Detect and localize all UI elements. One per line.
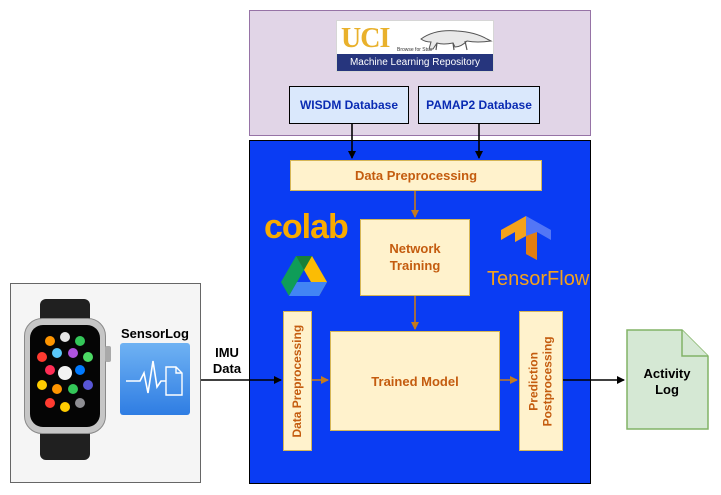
network-training-line-2: Training [389, 257, 441, 273]
uci-logo-tagline: Browse for Stuff [397, 47, 433, 53]
uci-logo: UCI Browse for Stuff Machine Learning Re… [336, 20, 494, 72]
activity-log-line-1: Activity [643, 366, 691, 381]
wisdm-database-box: WISDM Database [289, 86, 409, 124]
pamap2-database-box: PAMAP2 Database [418, 86, 540, 124]
network-training-line-1: Network [389, 241, 441, 257]
network-training-box: Network Training [360, 219, 470, 296]
side-data-preprocessing-box: Data Preprocessing [283, 311, 312, 451]
tensorflow-logo-text: TensorFlow [487, 268, 590, 290]
uci-logo-text: UCI [341, 23, 390, 54]
imu-data-label: IMU Data [204, 345, 250, 376]
document-icon [626, 329, 709, 430]
uci-banner: Machine Learning Repository [337, 54, 493, 71]
watch-screen [30, 325, 100, 427]
watch-crown [105, 346, 111, 362]
colab-logo: colab [264, 208, 349, 246]
watch-apps-grid [37, 332, 93, 412]
imu-label-line-2: Data [212, 360, 242, 376]
imu-label-line-1: IMU [215, 345, 239, 360]
activity-log-line-2: Log [655, 381, 679, 397]
uci-anteater-icon [420, 30, 493, 51]
google-drive-icon [281, 256, 327, 296]
watch-band-bottom [40, 430, 90, 460]
activity-log-label: Activity Log [630, 366, 704, 397]
sensorlog-label: SensorLog [121, 326, 189, 341]
prediction-postprocessing-box: Prediction Postprocessing [519, 311, 563, 451]
tensorflow-icon [501, 216, 551, 260]
trained-model-box: Trained Model [330, 331, 500, 431]
sensorlog-app-icon [120, 343, 190, 415]
data-preprocessing-box: Data Preprocessing [290, 160, 542, 191]
